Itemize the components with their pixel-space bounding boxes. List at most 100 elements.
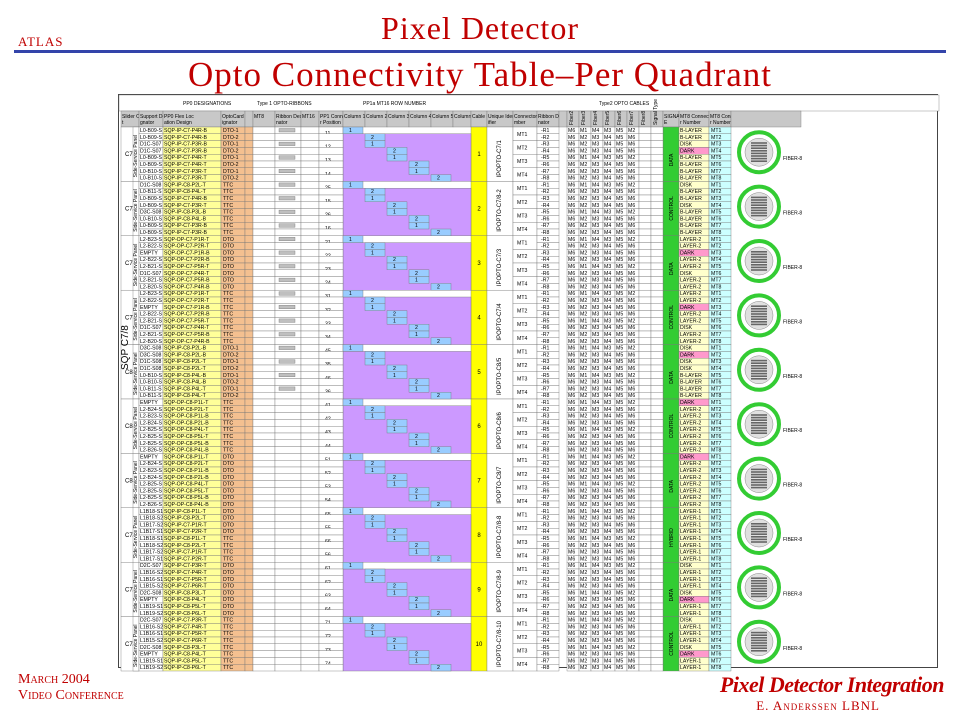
support-designator: D2C-S07: [140, 618, 161, 624]
flex-designator: SQP-IP-C7-P1R-T: [164, 550, 207, 556]
ribbon-marker: [278, 291, 296, 296]
fiber-strand: [751, 212, 767, 214]
mt8-number-cell: [708, 664, 732, 672]
column-header-label: MT8 Connecto: [710, 114, 743, 120]
fiber-label: M4: [604, 658, 611, 664]
fiber-cell: [650, 235, 664, 243]
fiber-label: M4: [604, 543, 611, 549]
fiber-label: M5: [616, 155, 623, 161]
support-designator: EMPTY: [140, 652, 158, 658]
pin-label: -R1: [541, 346, 549, 352]
fiber-label: M6: [568, 468, 575, 474]
pp1-cell: [318, 269, 344, 277]
fiber-cell: [638, 555, 652, 563]
pp1-cell: [318, 602, 344, 611]
opto-designator: TTC: [223, 230, 233, 236]
fiber-label: M6: [568, 563, 575, 569]
flex-designator: SQP-OP-C8-P4L-T: [164, 427, 209, 433]
signal-source: B-LAYER: [680, 176, 702, 182]
pack-cell: [244, 262, 254, 271]
fiber-label: M6: [568, 203, 575, 209]
fiber-strand: [751, 582, 767, 585]
pin-label: -R5: [541, 210, 549, 216]
pp1-cell: [318, 358, 344, 366]
ribbon-cell: [274, 494, 302, 502]
signal-source: LAYER-2: [680, 468, 701, 474]
mt16-cell: [300, 323, 320, 332]
support-designator: L2-B21-S: [140, 318, 162, 324]
matrix-hit: [430, 283, 452, 291]
mt16-cell: [300, 521, 320, 529]
pack-cell: [244, 147, 254, 155]
mt8-cell: [252, 582, 276, 590]
fiber-label: M6: [568, 176, 575, 182]
fiber-label: M2: [580, 529, 587, 535]
mt16-cell: [300, 228, 320, 237]
fiber-label: M6: [628, 407, 635, 413]
support-designator: L1B18-S1: [140, 509, 163, 515]
pin-label: -R2: [541, 298, 549, 304]
fiber-label: M6: [628, 550, 635, 556]
column-header: [730, 110, 802, 128]
fiber-label: M3: [592, 223, 599, 229]
fiber-strand: [751, 155, 767, 157]
pin-label: -R7: [541, 223, 549, 229]
flex-designator: SQP-IP-C7-P6R-T: [164, 638, 207, 644]
fiber-label: M4: [604, 529, 611, 535]
flex-designator: SQP-IP-C7-P3R-T: [164, 563, 207, 569]
fiber-label: M3: [604, 536, 611, 542]
pack-cell: [244, 528, 254, 536]
fiber-label: M3: [604, 400, 611, 406]
connector-label: MT4: [517, 173, 527, 179]
pack-cell: [244, 228, 254, 237]
pp1-cell: [318, 364, 344, 373]
fiber-label: M6: [568, 482, 575, 488]
support-designator: D1C-S07: [140, 142, 161, 148]
mt8-cell: [252, 630, 276, 638]
fiber-label: M5: [616, 210, 623, 216]
ribbon-cell: [274, 575, 302, 583]
mt16-cell: [300, 623, 320, 631]
flex-designator: SQP-IP-C7-P3R-B: [164, 148, 207, 154]
fiber-label: M2: [628, 427, 635, 433]
opto-designator: DTO-1: [223, 142, 239, 148]
pack-cell: [244, 378, 254, 386]
pack-cell: [244, 521, 254, 529]
fiber-cell: [650, 426, 664, 434]
signal-source: LAYER-2: [680, 495, 701, 501]
mt8-number: MT2: [711, 352, 721, 358]
mt16-cell: [300, 242, 320, 250]
pin-label: -R1: [541, 563, 549, 569]
mt8-number: MT3: [711, 359, 721, 365]
connector-label: MT4: [517, 608, 527, 614]
fiber-cell: [650, 351, 664, 359]
connector-label: MT2: [517, 417, 527, 423]
pp1-cell: [318, 235, 344, 243]
pin-label: -R4: [541, 148, 549, 154]
mt8-number: MT1: [711, 563, 721, 569]
signal-source: LAYER-2: [680, 482, 701, 488]
fiber-label: M4: [604, 278, 611, 284]
fiber-label: M5: [616, 448, 623, 454]
support-designator: EMPTY: [140, 597, 158, 603]
fiber-label: M6: [568, 284, 575, 290]
support-designator: L1B19-S1: [140, 604, 163, 610]
matrix-value: 2: [437, 284, 440, 290]
fiber-label: M3: [592, 631, 599, 637]
support-designator: L2-B25-S: [140, 495, 162, 501]
signal-source: B-LAYER: [680, 155, 702, 161]
fiber-label: M5: [616, 468, 623, 474]
pin-label: -R7: [541, 332, 549, 338]
connector-label: MT1: [517, 241, 527, 247]
support-designator: D2C-S08: [140, 590, 161, 596]
fiber-label: M2: [580, 169, 587, 175]
fiber-label: M3: [604, 563, 611, 569]
matrix-value: 1: [415, 223, 418, 229]
pack-cell: [244, 351, 254, 359]
fiber-cell: [650, 167, 664, 175]
fiber-label: M3: [592, 488, 599, 494]
flex-designator: SQP-OP-C7-P4R-B: [164, 339, 210, 345]
matrix-hit: [386, 480, 408, 488]
matrix-value: 2: [437, 665, 440, 671]
pin-label: -R8: [541, 393, 549, 399]
